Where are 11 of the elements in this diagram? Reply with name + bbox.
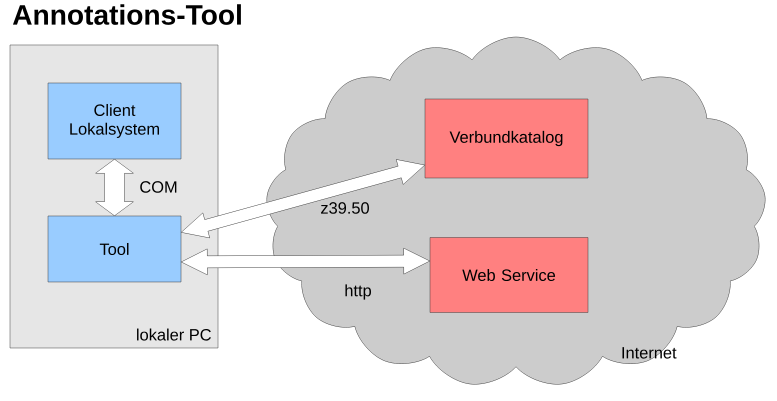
component-box: Client Lokalsystem (48, 82, 182, 160)
edge-label: COM (140, 181, 176, 193)
component-box: Tool (48, 216, 182, 282)
edge-label: http (345, 284, 371, 300)
edge-label: z39.50 (321, 202, 369, 214)
block-arrow (181, 248, 430, 276)
title: Annotations-Tool (12, 4, 241, 25)
service-box: Web Service (430, 237, 588, 313)
service-box: Verbundkatalog (424, 98, 588, 178)
block-arrow (95, 159, 134, 216)
block-arrow (181, 159, 425, 238)
